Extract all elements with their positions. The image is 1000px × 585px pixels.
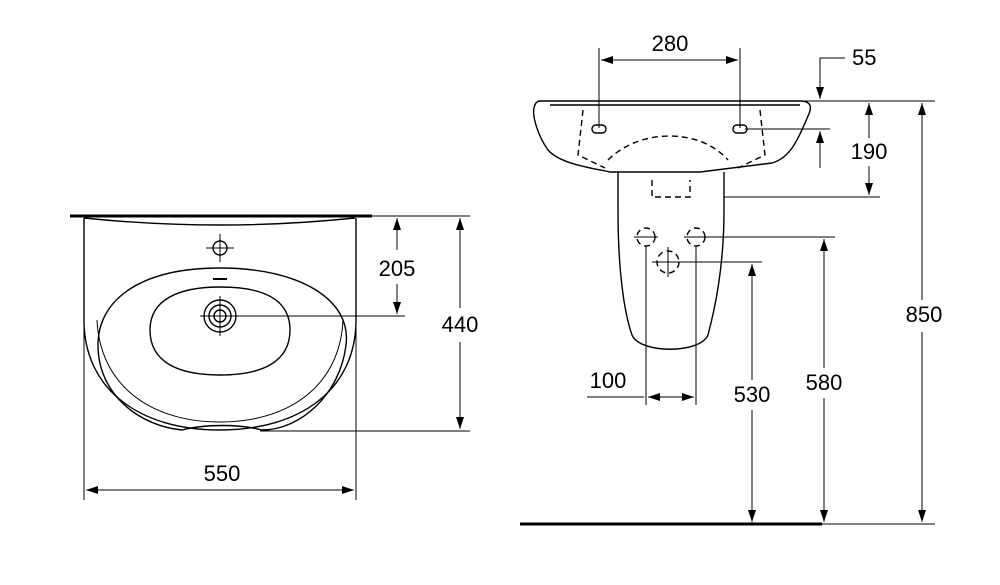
fixing-distance-label: 280 [652, 31, 689, 56]
drain-icon [200, 296, 405, 336]
dimension-55: 55 [745, 45, 876, 168]
dimension-280: 280 [598, 31, 741, 128]
upper-outlet-height-label: 580 [806, 370, 843, 395]
front-view: 205 440 550 [70, 214, 479, 500]
dimension-550: 550 [83, 320, 357, 500]
lower-outlet-height-label: 530 [734, 382, 771, 407]
basin-height-label: 440 [442, 312, 479, 337]
outlet-icons [634, 227, 708, 277]
dimension-440: 440 [260, 215, 479, 432]
basin-width-label: 550 [204, 461, 241, 486]
dimension-580: 580 [700, 236, 843, 522]
rim-thickness-label: 55 [852, 45, 876, 70]
side-view: 280 55 190 850 580 [520, 31, 943, 526]
rim-to-pedestal-label: 190 [851, 139, 888, 164]
basin-outline [70, 214, 372, 431]
dimension-530: 530 [680, 261, 771, 522]
outlet-spacing-label: 100 [590, 368, 627, 393]
tap-hole-height-label: 205 [379, 256, 416, 281]
total-height-label: 850 [906, 302, 943, 327]
dimension-190: 190 [724, 100, 935, 198]
tap-hole-icon [206, 234, 234, 262]
dimension-850: 850 [822, 103, 943, 525]
basin-side-outline [532, 100, 812, 350]
dimension-205: 205 [372, 215, 416, 314]
dimension-100: 100 [587, 246, 697, 405]
